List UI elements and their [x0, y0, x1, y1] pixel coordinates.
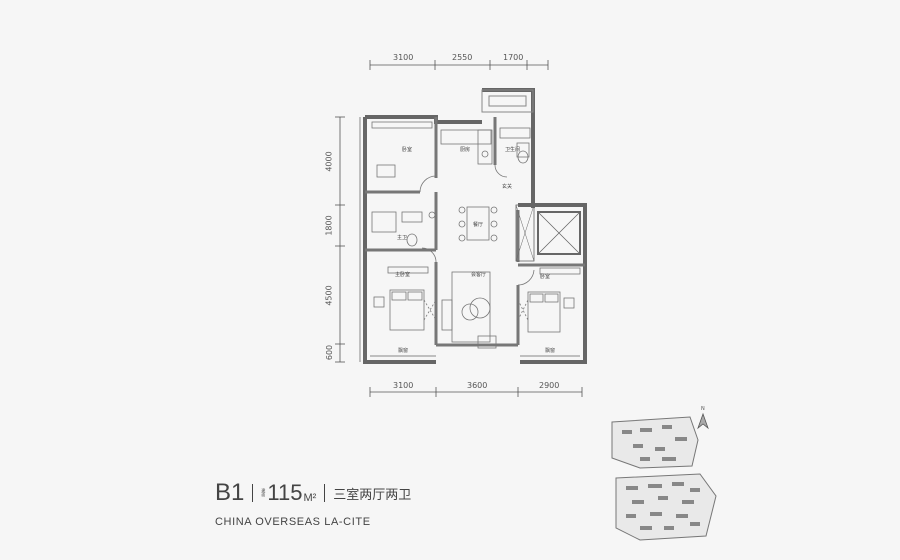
interior-walls — [365, 117, 585, 347]
area-label-bottom: 面 — [261, 492, 266, 497]
left-dimension-line — [335, 116, 345, 363]
top-dimension-line — [369, 60, 549, 70]
elevator-shaft — [515, 204, 581, 262]
dim-top-2: 2550 — [452, 53, 473, 62]
room-label-bedroom-se: 卧室 — [540, 274, 551, 280]
area-label-top: 建 — [261, 488, 266, 493]
dim-left-1: 4000 — [324, 151, 334, 172]
window-frames — [359, 89, 580, 362]
project-name: CHINA OVERSEAS LA-CITE — [215, 516, 371, 528]
area-label: 建 面 — [261, 489, 265, 497]
layout-description: 三室两厅两卫 — [333, 487, 412, 503]
room-label-master-bedroom: 主卧室 — [395, 272, 411, 278]
furniture — [371, 121, 581, 349]
room-label-bay-window-right: 飘窗 — [545, 348, 556, 354]
room-label-dining: 餐厅 — [473, 222, 484, 228]
dim-bottom-2: 3600 — [467, 381, 488, 390]
dim-left-2: 1800 — [324, 215, 334, 236]
divider — [324, 484, 326, 502]
site-plan-thumbnail — [611, 416, 717, 541]
dim-top-3: 1700 — [503, 53, 524, 62]
room-label-entry: 玄关 — [502, 184, 513, 190]
room-label-bay-window-left: 飘窗 — [398, 348, 409, 354]
room-label-master-bath: 主卫 — [397, 235, 408, 241]
north-arrow-icon: N — [697, 406, 709, 430]
dim-bottom-1: 3100 — [393, 381, 414, 390]
room-label-bedroom-nw: 卧室 — [402, 147, 413, 153]
area-value: 115 — [267, 480, 303, 505]
room-label-bath-ne: 卫生间 — [505, 147, 521, 153]
dim-top-1: 3100 — [393, 53, 414, 62]
dim-left-4: 600 — [325, 344, 335, 361]
dim-left-3: 4500 — [324, 285, 334, 306]
room-label-kitchen: 厨房 — [460, 147, 471, 153]
svg-text:N: N — [701, 406, 705, 412]
room-label-living: 会客厅 — [471, 272, 487, 278]
unit-code: B1 — [215, 479, 245, 506]
bottom-dimension-line — [369, 387, 583, 397]
divider — [252, 484, 254, 502]
area-unit: M² — [303, 492, 317, 504]
unit-title-block: B1 建 面 115 M² 三室两厅两卫 — [215, 478, 411, 508]
dim-bottom-3: 2900 — [539, 381, 560, 390]
